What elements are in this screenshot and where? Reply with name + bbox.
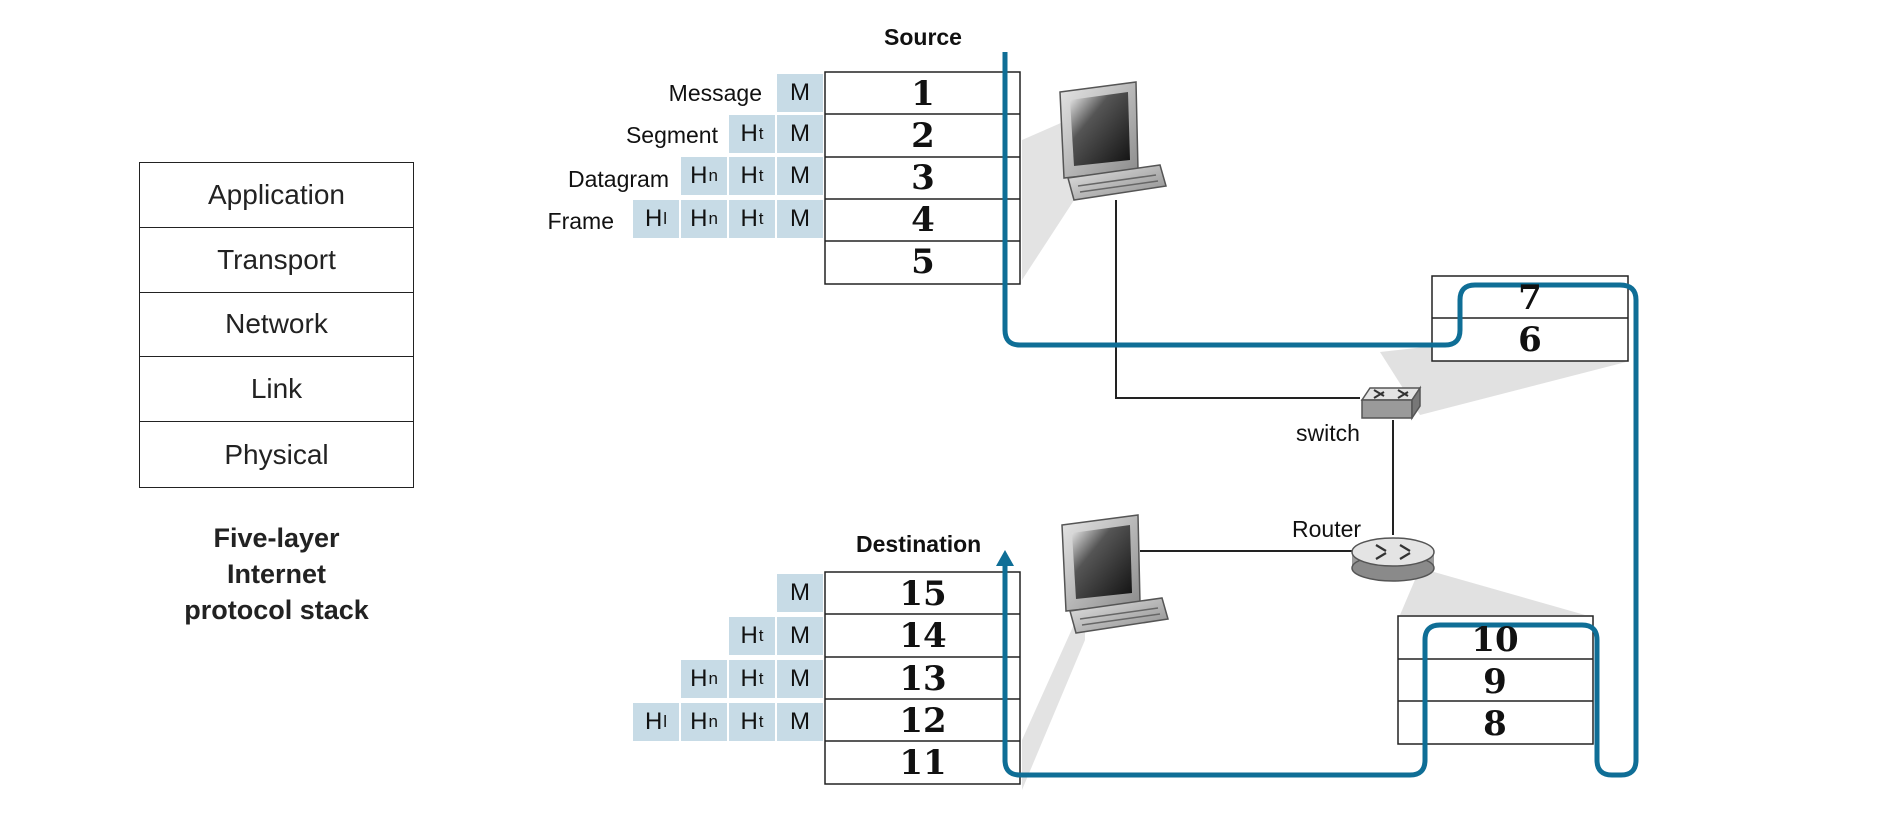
- dest-zoom-wedge: [1022, 600, 1085, 790]
- header-m-text: M: [790, 579, 810, 606]
- header-m-text: M: [790, 79, 810, 106]
- switch-icon: [1360, 385, 1422, 421]
- dest-computer-icon: [1061, 514, 1169, 634]
- header-m-text: M: [790, 120, 810, 147]
- destination-label: Destination: [856, 531, 982, 557]
- source-switch-cable: [1115, 200, 1360, 399]
- header-m: M: [777, 74, 823, 112]
- layer-network: Network: [140, 293, 413, 358]
- source-stack-box: [824, 71, 1021, 285]
- pdu-datagram-label: Datagram: [568, 166, 669, 192]
- step-number: 1: [911, 74, 935, 114]
- header-h-text: H: [740, 120, 758, 147]
- step-number: 2: [911, 116, 935, 156]
- layer-link: Link: [140, 357, 413, 423]
- header-h-text: H: [690, 665, 708, 692]
- header-h-text: H: [644, 708, 663, 735]
- step-number: 15: [899, 574, 947, 614]
- header-h-text: H: [740, 708, 758, 735]
- header-h-text: H: [740, 622, 758, 649]
- stack-caption-line-3: protocol stack: [184, 595, 369, 625]
- header-t-sub: t: [758, 124, 764, 143]
- header-m: M: [777, 660, 823, 698]
- header-m: M: [777, 617, 823, 655]
- header-n-sub: n: [708, 712, 718, 731]
- layer-transport: Transport: [140, 228, 413, 293]
- header-n-sub: n: [708, 166, 718, 185]
- header-l-sub: l: [663, 209, 668, 228]
- step-number: 7: [1518, 278, 1542, 318]
- header-h-text: H: [740, 205, 758, 232]
- step-number: 14: [899, 616, 947, 656]
- header-m: M: [777, 157, 823, 195]
- header-t-sub: t: [758, 209, 764, 228]
- stack-caption-line-2: Internet: [226, 559, 326, 589]
- header-n-sub: n: [708, 669, 718, 688]
- header-t-sub: t: [758, 166, 764, 185]
- layer-application: Application: [140, 163, 413, 228]
- packet-path: [1002, 52, 1639, 778]
- header-m-text: M: [790, 708, 810, 735]
- header-t-sub: t: [758, 712, 764, 731]
- stack-caption-line-1: Five-layer: [213, 523, 340, 553]
- switch-label: switch: [1296, 420, 1360, 446]
- path-arrowhead: [996, 550, 1014, 566]
- header-m: M: [777, 200, 823, 238]
- stack-caption: Five-layer Internet protocol stack: [139, 520, 414, 628]
- header-h-text: H: [690, 205, 708, 232]
- header-m: M: [777, 115, 823, 153]
- step-number: 12: [899, 701, 947, 741]
- header-m: M: [777, 574, 823, 612]
- header-m-text: M: [790, 622, 810, 649]
- header-l-sub: l: [663, 712, 668, 731]
- header-h-text: H: [740, 665, 758, 692]
- header-t-sub: t: [758, 669, 764, 688]
- pdu-message-label: Message: [668, 80, 762, 106]
- header-h-text: H: [690, 708, 708, 735]
- header-m-text: M: [790, 162, 810, 189]
- router-label: Router: [1292, 516, 1362, 542]
- source-computer-icon: [1059, 81, 1167, 201]
- header-h-text: H: [644, 205, 663, 232]
- step-number: 13: [899, 659, 947, 699]
- pdu-segment-label: Segment: [625, 122, 718, 148]
- pdu-frame-label: Frame: [547, 208, 614, 234]
- source-label: Source: [884, 24, 962, 50]
- header-h-text: H: [690, 162, 708, 189]
- dest-stack-box: [824, 571, 1021, 785]
- header-t-sub: t: [758, 626, 764, 645]
- header-h-text: H: [740, 162, 758, 189]
- step-number: 11: [899, 743, 947, 783]
- header-m: M: [777, 703, 823, 741]
- step-number: 9: [1483, 662, 1507, 702]
- step-number: 8: [1483, 704, 1507, 744]
- step-number: 5: [911, 242, 935, 282]
- header-m-text: M: [790, 205, 810, 232]
- router-stack-box: [1397, 615, 1594, 745]
- router-icon: [1351, 537, 1435, 582]
- header-n-sub: n: [708, 209, 718, 228]
- header-m-text: M: [790, 665, 810, 692]
- step-number: 3: [911, 158, 935, 198]
- step-number: 10: [1471, 620, 1519, 660]
- step-number: 6: [1518, 320, 1542, 360]
- step-number: 4: [911, 200, 935, 240]
- protocol-stack: Application Transport Network Link Physi…: [139, 162, 414, 488]
- router-zoom-wedge: [1400, 568, 1585, 615]
- layer-physical: Physical: [224, 438, 329, 470]
